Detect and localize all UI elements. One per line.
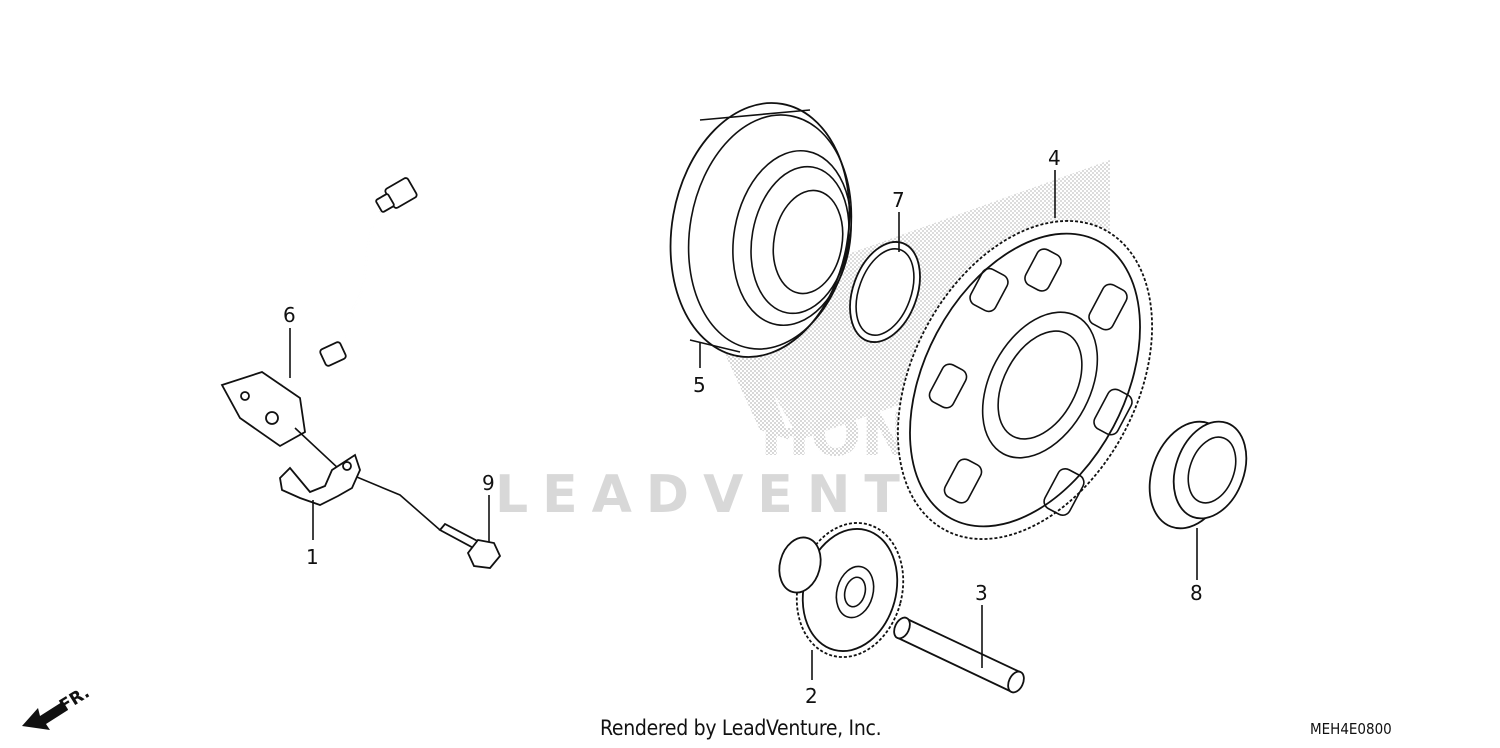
- diagram-code: MEH4E0800: [1310, 720, 1392, 738]
- callout-5: 5: [693, 373, 706, 397]
- bolt: [438, 522, 502, 569]
- leader-lines: [289, 170, 1198, 680]
- front-arrow-icon: [22, 702, 68, 730]
- callout-4: 4: [1048, 146, 1061, 170]
- sensor-with-wire: [220, 177, 441, 531]
- shaft: [893, 616, 1025, 694]
- callout-9: 9: [482, 471, 495, 495]
- callout-6: 6: [283, 303, 296, 327]
- callouts: 6 1 9 5 7 4 8 2 3: [283, 146, 1203, 708]
- callout-8: 8: [1190, 581, 1203, 605]
- starter-clutch: [669, 102, 853, 358]
- driven-gear: [897, 220, 1153, 540]
- front-indicator: FR.: [22, 683, 93, 730]
- callout-7: 7: [892, 188, 905, 212]
- callout-2: 2: [805, 684, 818, 708]
- reduction-gear: [778, 522, 905, 658]
- washer: [849, 241, 921, 343]
- callout-3: 3: [975, 581, 988, 605]
- render-credit: Rendered by LeadVenture, Inc.: [600, 716, 882, 740]
- bracket: [279, 453, 361, 506]
- callout-1: 1: [306, 545, 319, 569]
- needle-bearing: [1148, 420, 1248, 530]
